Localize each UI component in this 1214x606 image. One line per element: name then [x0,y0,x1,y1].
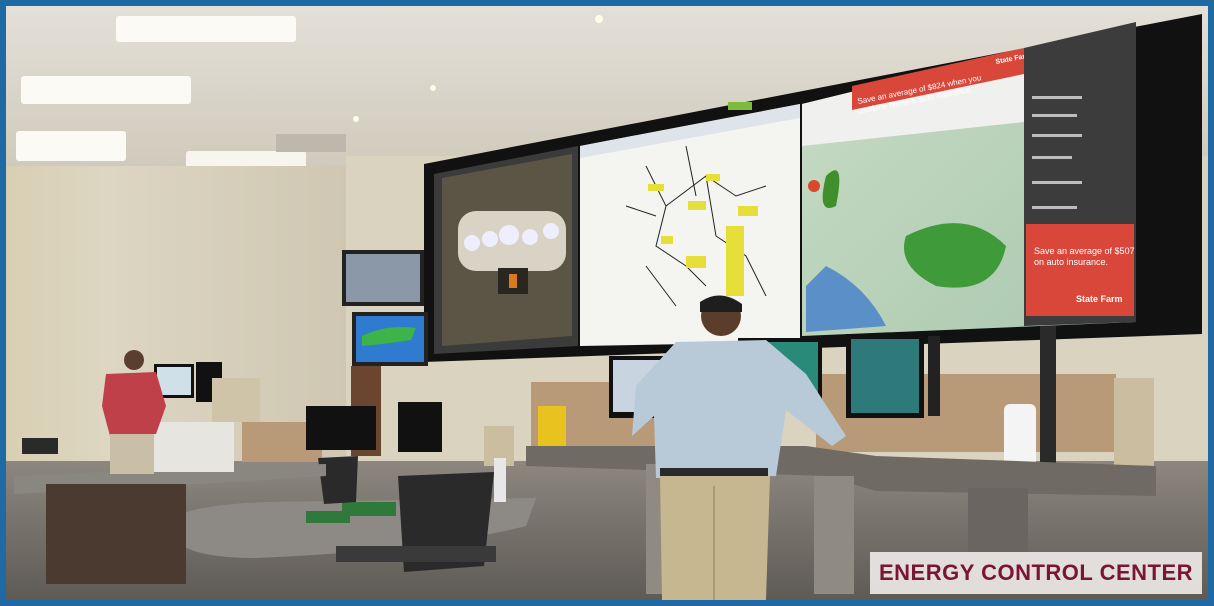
ceiling-light [116,16,296,42]
ceiling-light [21,76,191,104]
ceiling-spotlight [430,85,436,91]
gulf-water [806,266,886,332]
radar-storm-cell [822,170,840,208]
belt [660,468,768,476]
map-labels [648,174,758,296]
ceiling-spotlight [353,116,359,122]
person-left-shirt [102,372,166,436]
ceiling-light [16,131,126,161]
gauge-icon [464,235,480,251]
monitor-arm [1040,326,1056,466]
desk-monitor [398,402,442,452]
caption-bar: ENERGY CONTROL CENTER [870,552,1202,594]
gauge-icon [543,223,559,239]
yellow-bin [538,406,566,446]
green-binder [306,511,350,523]
left-wall [6,166,346,466]
ad-text: on auto insurance. [1034,257,1108,267]
person-center-shirt [632,340,846,478]
control-room-photo: Save an average of $824 when you combine… [6,6,1208,600]
desk-monitor [306,406,376,450]
gauge-icon [522,229,538,245]
air-vent [276,134,346,152]
map-toolbar [580,104,800,158]
brand-logo-text: State Farm [1076,294,1123,304]
ad-banner-top [852,48,1024,110]
ceiling-spotlight [595,15,603,23]
printer [152,422,234,472]
radar-storm-cell [904,223,1006,288]
gauge-icon [499,225,519,245]
person-left-head [124,350,144,370]
green-binder [342,502,396,516]
gauge-icon [482,231,498,247]
gis-map-screen [580,104,800,346]
water-bottle [494,458,506,502]
office-chair [318,456,358,504]
ad-text: Save an average of $507 [1034,246,1135,256]
ad-banner-side [1026,224,1134,316]
caption-title: ENERGY CONTROL CENTER [878,560,1194,585]
